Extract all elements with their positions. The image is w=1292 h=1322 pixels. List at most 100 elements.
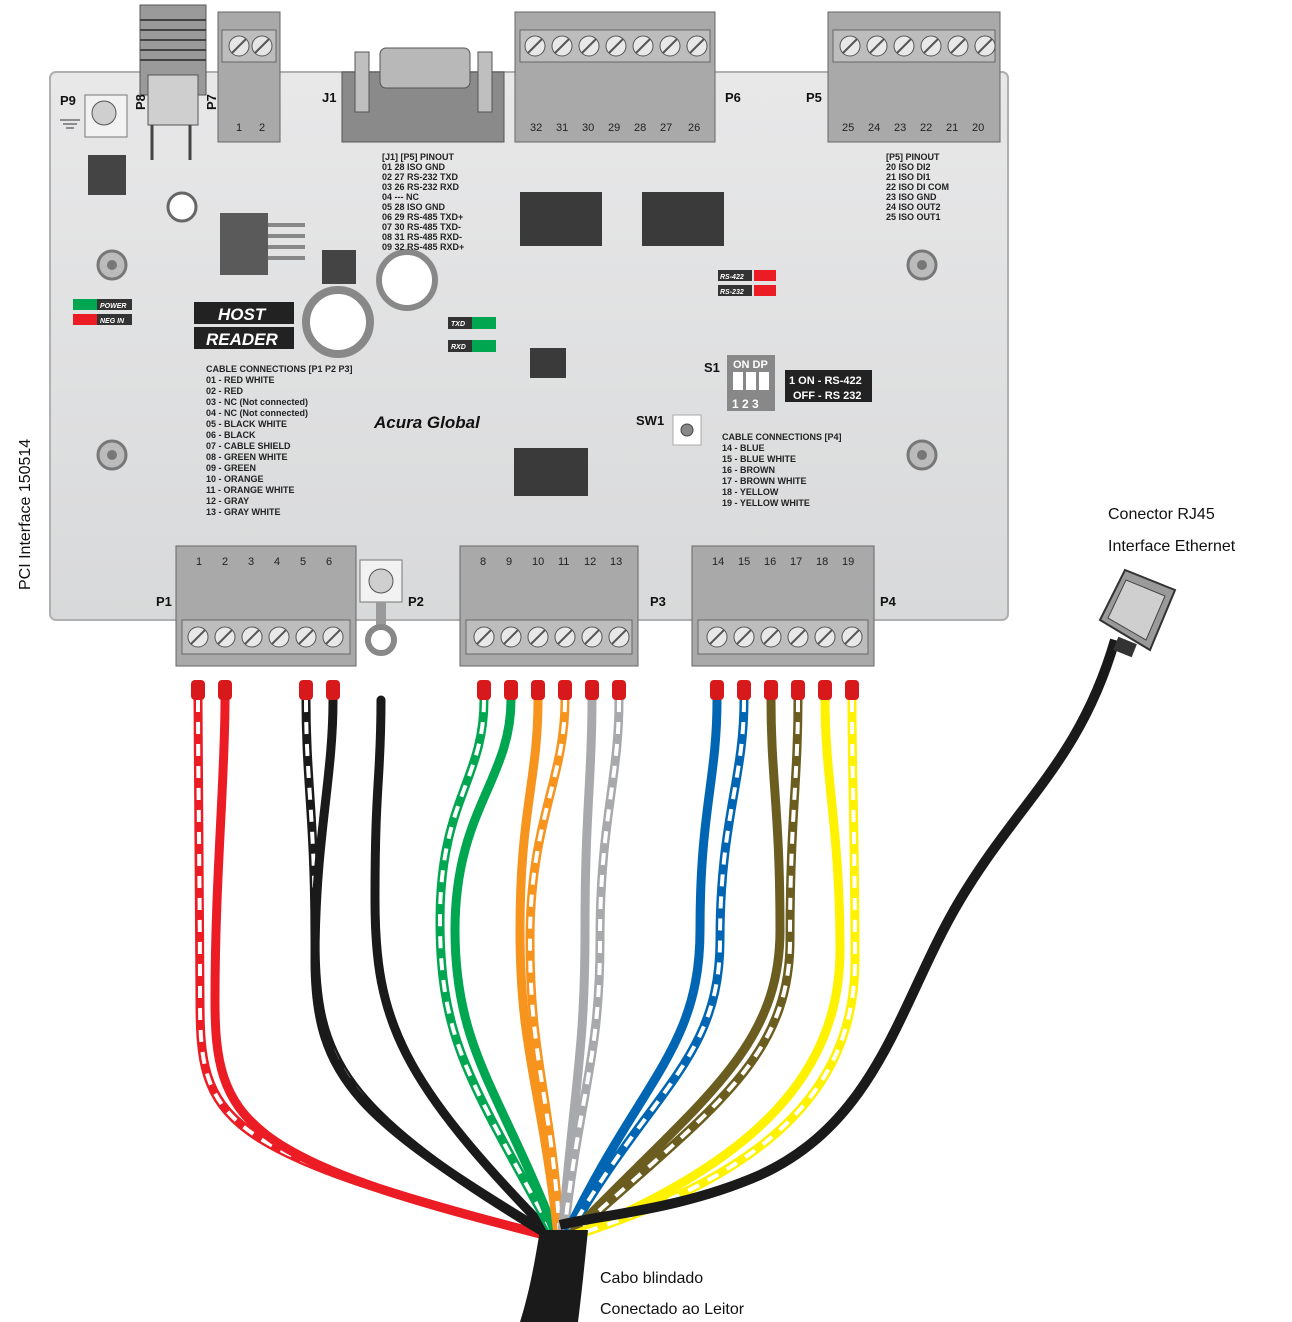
- wire-yellow-tip: [818, 680, 832, 700]
- p6-connector: [514, 11, 716, 143]
- rs232-led: [754, 285, 776, 296]
- neg-in-led: [73, 314, 97, 325]
- wire-green: [450, 695, 561, 1240]
- cable-p123-row: 13 - GRAY WHITE: [206, 507, 281, 517]
- wire-orange: [515, 695, 563, 1240]
- p5-pins-number: 21: [946, 122, 958, 134]
- p3-pins-number: 9: [506, 556, 512, 568]
- wire-green-white-stripe: [437, 699, 556, 1236]
- p9-ground-lug: [60, 94, 128, 138]
- j1-pinout-row: 07 30 RS-485 TXD-: [382, 222, 461, 232]
- j1-pinout-header: [J1] [P5] PINOUT: [382, 152, 455, 162]
- reader-label: READER: [206, 330, 279, 349]
- rs422-led: [754, 270, 776, 281]
- cable-caption-line2: Conectado ao Leitor: [600, 1301, 745, 1318]
- p1-pins-number: 2: [222, 556, 228, 568]
- dip-line2: OFF - RS 232: [793, 390, 861, 402]
- p5-pinout-row: 24 ISO OUT2: [886, 202, 941, 212]
- p1-label: P1: [156, 594, 172, 609]
- p3-pins-number: 12: [584, 556, 596, 568]
- p3-pins-number: 8: [480, 556, 486, 568]
- capacitor-medium: [376, 249, 438, 311]
- cable-p123-row: 01 - RED WHITE: [206, 375, 275, 385]
- board: [49, 71, 1009, 621]
- cable-caption-line1: Cabo blindado: [600, 1270, 703, 1287]
- wire-brown-white-tip: [791, 680, 805, 700]
- brand-label: Acura Global: [373, 413, 481, 432]
- j1-pinout-row: 05 28 ISO GND: [382, 202, 446, 212]
- ic-chip-4: [514, 448, 588, 496]
- wire-brown-white-stripe: [570, 699, 800, 1237]
- wire-cable-shield: [370, 695, 557, 1240]
- p1-pins-number: 3: [248, 556, 254, 568]
- wire-brown: [565, 695, 785, 1240]
- p7-connector: [217, 11, 281, 143]
- cable-p123-row: 04 - NC (Not connected): [206, 408, 308, 418]
- sw1-button[interactable]: [672, 414, 702, 446]
- j1-pinout-row: 01 28 ISO GND: [382, 162, 446, 172]
- p7-pins-number: 1: [236, 122, 242, 134]
- p5-pins-number: 20: [972, 122, 984, 134]
- p5-pins-number: 23: [894, 122, 906, 134]
- j1-pinout-row: 09 32 RS-485 RXD+: [382, 242, 464, 252]
- wire-yellow: [569, 695, 845, 1240]
- ic-chip-2: [642, 192, 724, 246]
- wire-blue-white-stripe: [566, 699, 746, 1236]
- wire-yellow-white-stripe: [575, 699, 858, 1237]
- p4-pins-number: 14: [712, 556, 724, 568]
- p6-pins-number: 32: [530, 122, 542, 134]
- wire-black: [310, 695, 555, 1240]
- j1-pinout-row: 08 31 RS-485 RXD-: [382, 232, 462, 242]
- rj45-caption-line2: Interface Ethernet: [1108, 538, 1236, 555]
- wire-green-tip: [504, 680, 518, 700]
- wire-gray-tip: [585, 680, 599, 700]
- wire-brown-tip: [764, 680, 778, 700]
- rs422-led-label: RS-422: [720, 274, 744, 281]
- wire-red-white-tip: [191, 680, 205, 700]
- cable-p123-row: 12 - GRAY: [206, 496, 249, 506]
- p5-pins-number: 24: [868, 122, 880, 134]
- side-label: PCI Interface 150514: [17, 439, 34, 590]
- p5-pins-number: 22: [920, 122, 932, 134]
- p3-pins-number: 11: [558, 556, 569, 568]
- p7-label: P7: [204, 94, 219, 110]
- p4-label: P4: [880, 594, 897, 609]
- p5-pinout-row: 20 ISO DI2: [886, 162, 931, 172]
- small-ic: [322, 250, 356, 284]
- rj45-caption-line1: Conector RJ45: [1108, 506, 1215, 523]
- j1-pinout-row: 04 --- NC: [382, 192, 420, 202]
- p1-pins-number: 6: [326, 556, 332, 568]
- p6-pins-number: 26: [688, 122, 700, 134]
- p5-pins-number: 25: [842, 122, 854, 134]
- cable-p123-row: 10 - ORANGE: [206, 474, 264, 484]
- p4-pins-number: 16: [764, 556, 776, 568]
- p9-label: P9: [60, 93, 76, 108]
- p5-connector: [827, 11, 1001, 143]
- wire-yellow-white-tip: [845, 680, 859, 700]
- wire-blue-tip: [710, 680, 724, 700]
- p6-pins-number: 28: [634, 122, 646, 134]
- p1-connector: [175, 545, 357, 667]
- p6-pins-number: 29: [608, 122, 620, 134]
- p2-shield-lug: [359, 559, 403, 656]
- p1-pins-number: 1: [196, 556, 202, 568]
- dip-numbers: 1 2 3: [732, 397, 759, 411]
- ic-chip-1: [520, 192, 602, 246]
- host-label: HOST: [218, 305, 267, 324]
- p6-pins-number: 27: [660, 122, 672, 134]
- mounting-holes: [96, 249, 938, 471]
- p5-pinout-row: 22 ISO DI COM: [886, 182, 949, 192]
- p5-pinout-row: 25 ISO OUT1: [886, 212, 941, 222]
- wire-gray-white-tip: [612, 680, 626, 700]
- p1-pins-number: 4: [274, 556, 280, 568]
- cable-p123-row: 07 - CABLE SHIELD: [206, 441, 291, 451]
- wire-gray: [557, 695, 597, 1240]
- p8-label: P8: [133, 94, 148, 110]
- p1-pins-number: 5: [300, 556, 306, 568]
- capacitor-large: [302, 286, 374, 358]
- p4-pins-number: 18: [816, 556, 828, 568]
- j1-pinout-row: 06 29 RS-485 TXD+: [382, 212, 463, 222]
- p5-label: P5: [806, 90, 822, 105]
- dip-switch-s1[interactable]: [727, 355, 775, 411]
